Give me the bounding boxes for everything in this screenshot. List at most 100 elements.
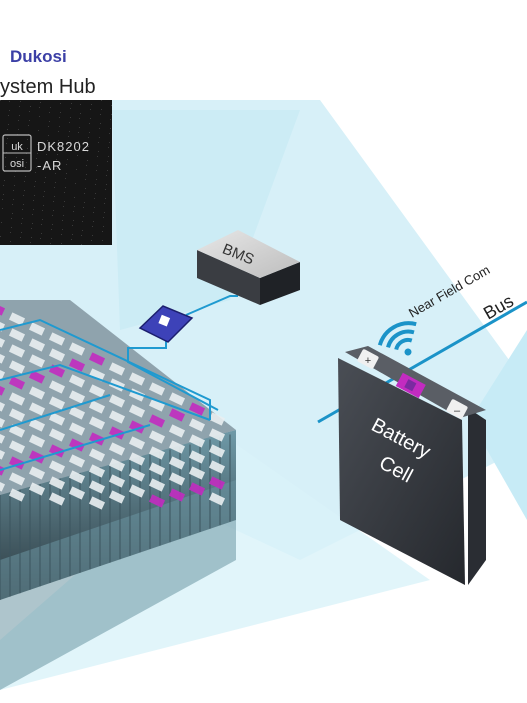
chip-texture-speck — [69, 122, 70, 123]
chip-texture-speck — [51, 229, 52, 230]
chip-texture-speck — [25, 176, 26, 177]
chip-texture-speck — [43, 196, 44, 197]
chip-texture-speck — [33, 200, 34, 201]
chip-texture-speck — [74, 197, 75, 198]
chip-texture-speck — [48, 135, 49, 136]
chip-texture-speck — [87, 160, 88, 161]
chip-texture-speck — [80, 113, 81, 114]
pack-cell-top — [168, 424, 186, 438]
chip-texture-speck — [104, 203, 105, 204]
chip-texture-speck — [44, 182, 45, 183]
pack-cell-top — [208, 492, 226, 506]
chip-texture-speck — [50, 107, 51, 108]
pack-cell-top — [0, 302, 6, 316]
chip-texture-speck — [23, 204, 24, 205]
chip-texture-speck — [92, 235, 93, 236]
pack-cell-top — [88, 400, 106, 414]
chip-texture-speck — [46, 154, 47, 155]
chip-texture-speck — [65, 187, 66, 188]
chip-texture-speck — [70, 108, 71, 109]
chip-texture-speck — [0, 100, 1, 101]
pack-cell-top — [148, 430, 166, 444]
pack-cell-top — [0, 462, 6, 476]
pack-cell-top — [68, 406, 86, 420]
chip-texture-speck — [94, 198, 95, 199]
chip-texture-speck — [95, 193, 96, 194]
chip-texture-speck — [2, 208, 3, 209]
chip-texture-speck — [57, 154, 58, 155]
chip-texture-speck — [14, 185, 15, 186]
chip-texture-speck — [109, 133, 110, 134]
chip-texture-speck — [8, 115, 9, 116]
chip-texture-speck — [55, 182, 56, 183]
chip-texture-speck — [107, 170, 108, 171]
chip-texture-speck — [0, 236, 1, 237]
chip-texture-speck — [95, 184, 96, 185]
chip-texture-speck — [81, 235, 82, 236]
chip-texture-speck — [89, 123, 90, 124]
chip-texture-speck — [12, 204, 13, 205]
chip-texture-speck — [102, 240, 103, 241]
chip-texture-speck — [31, 237, 32, 238]
pack-cell-top — [168, 392, 186, 406]
pack-cell-top — [28, 322, 46, 336]
chip-texture-speck — [62, 220, 63, 221]
chip-texture-speck — [34, 195, 35, 196]
chip-texture-speck — [105, 198, 106, 199]
chip-texture-speck — [23, 195, 24, 196]
pack-cell-top — [28, 434, 46, 448]
chip-texture-speck — [19, 106, 20, 107]
chip-texture-speck — [96, 179, 97, 180]
chip-texture-speck — [63, 206, 64, 207]
chip-texture-speck — [11, 218, 12, 219]
chip-texture-speck — [93, 212, 94, 213]
chip-texture-speck — [4, 180, 5, 181]
chip-texture-speck — [68, 145, 69, 146]
pack-cell-top — [28, 386, 46, 400]
pack-cell-top — [68, 342, 86, 356]
chip-texture-speck — [56, 159, 57, 160]
chip-texture-speck — [58, 140, 59, 141]
pack-cell-top — [0, 398, 6, 412]
hub-subtitle: ystem Hub — [0, 76, 96, 98]
pack-cell-top — [108, 458, 126, 472]
chip-texture-speck — [22, 209, 23, 210]
chip-texture-speck — [84, 202, 85, 203]
chip-texture-speck — [28, 125, 29, 126]
chip-texture-speck — [111, 105, 112, 106]
pack-cell-top — [0, 366, 6, 380]
chip-texture-speck — [67, 150, 68, 151]
hub-module — [138, 305, 194, 343]
pack-cell-top — [0, 414, 6, 428]
chip-texture-speck — [58, 131, 59, 132]
chip-texture-speck — [96, 170, 97, 171]
pack-cell-top — [208, 412, 226, 426]
chip-texture-speck — [103, 217, 104, 218]
pack-cell-top — [108, 490, 126, 504]
chip-texture-speck — [73, 211, 74, 212]
hub-to-bms-wire — [127, 332, 219, 411]
chip-texture-speck — [83, 216, 84, 217]
pack-cell-top — [28, 354, 46, 368]
pack-cell-top — [88, 432, 106, 446]
chip-texture-speck — [51, 238, 52, 239]
pack-cell-top — [48, 332, 66, 346]
pack-cell-top — [88, 464, 106, 478]
chip-texture-speck — [46, 163, 47, 164]
pack-cell-top — [188, 450, 206, 464]
pack-cell-top — [108, 410, 126, 424]
chip-texture-speck — [41, 233, 42, 234]
chip-texture-speck — [60, 112, 61, 113]
pack-cell-top — [168, 472, 186, 486]
chip-texture-speck — [93, 221, 94, 222]
chip-texture-speck — [34, 186, 35, 187]
pack-cell-top — [88, 368, 106, 382]
chip-texture-speck — [72, 225, 73, 226]
chip-texture-speck — [66, 164, 67, 165]
pack-cell-top — [8, 392, 26, 406]
pack-cell-top — [168, 440, 186, 454]
chip-texture-speck — [43, 205, 44, 206]
pack-cell-top — [68, 358, 86, 372]
chip-texture-speck — [32, 223, 33, 224]
pack-cell-top — [8, 408, 26, 422]
